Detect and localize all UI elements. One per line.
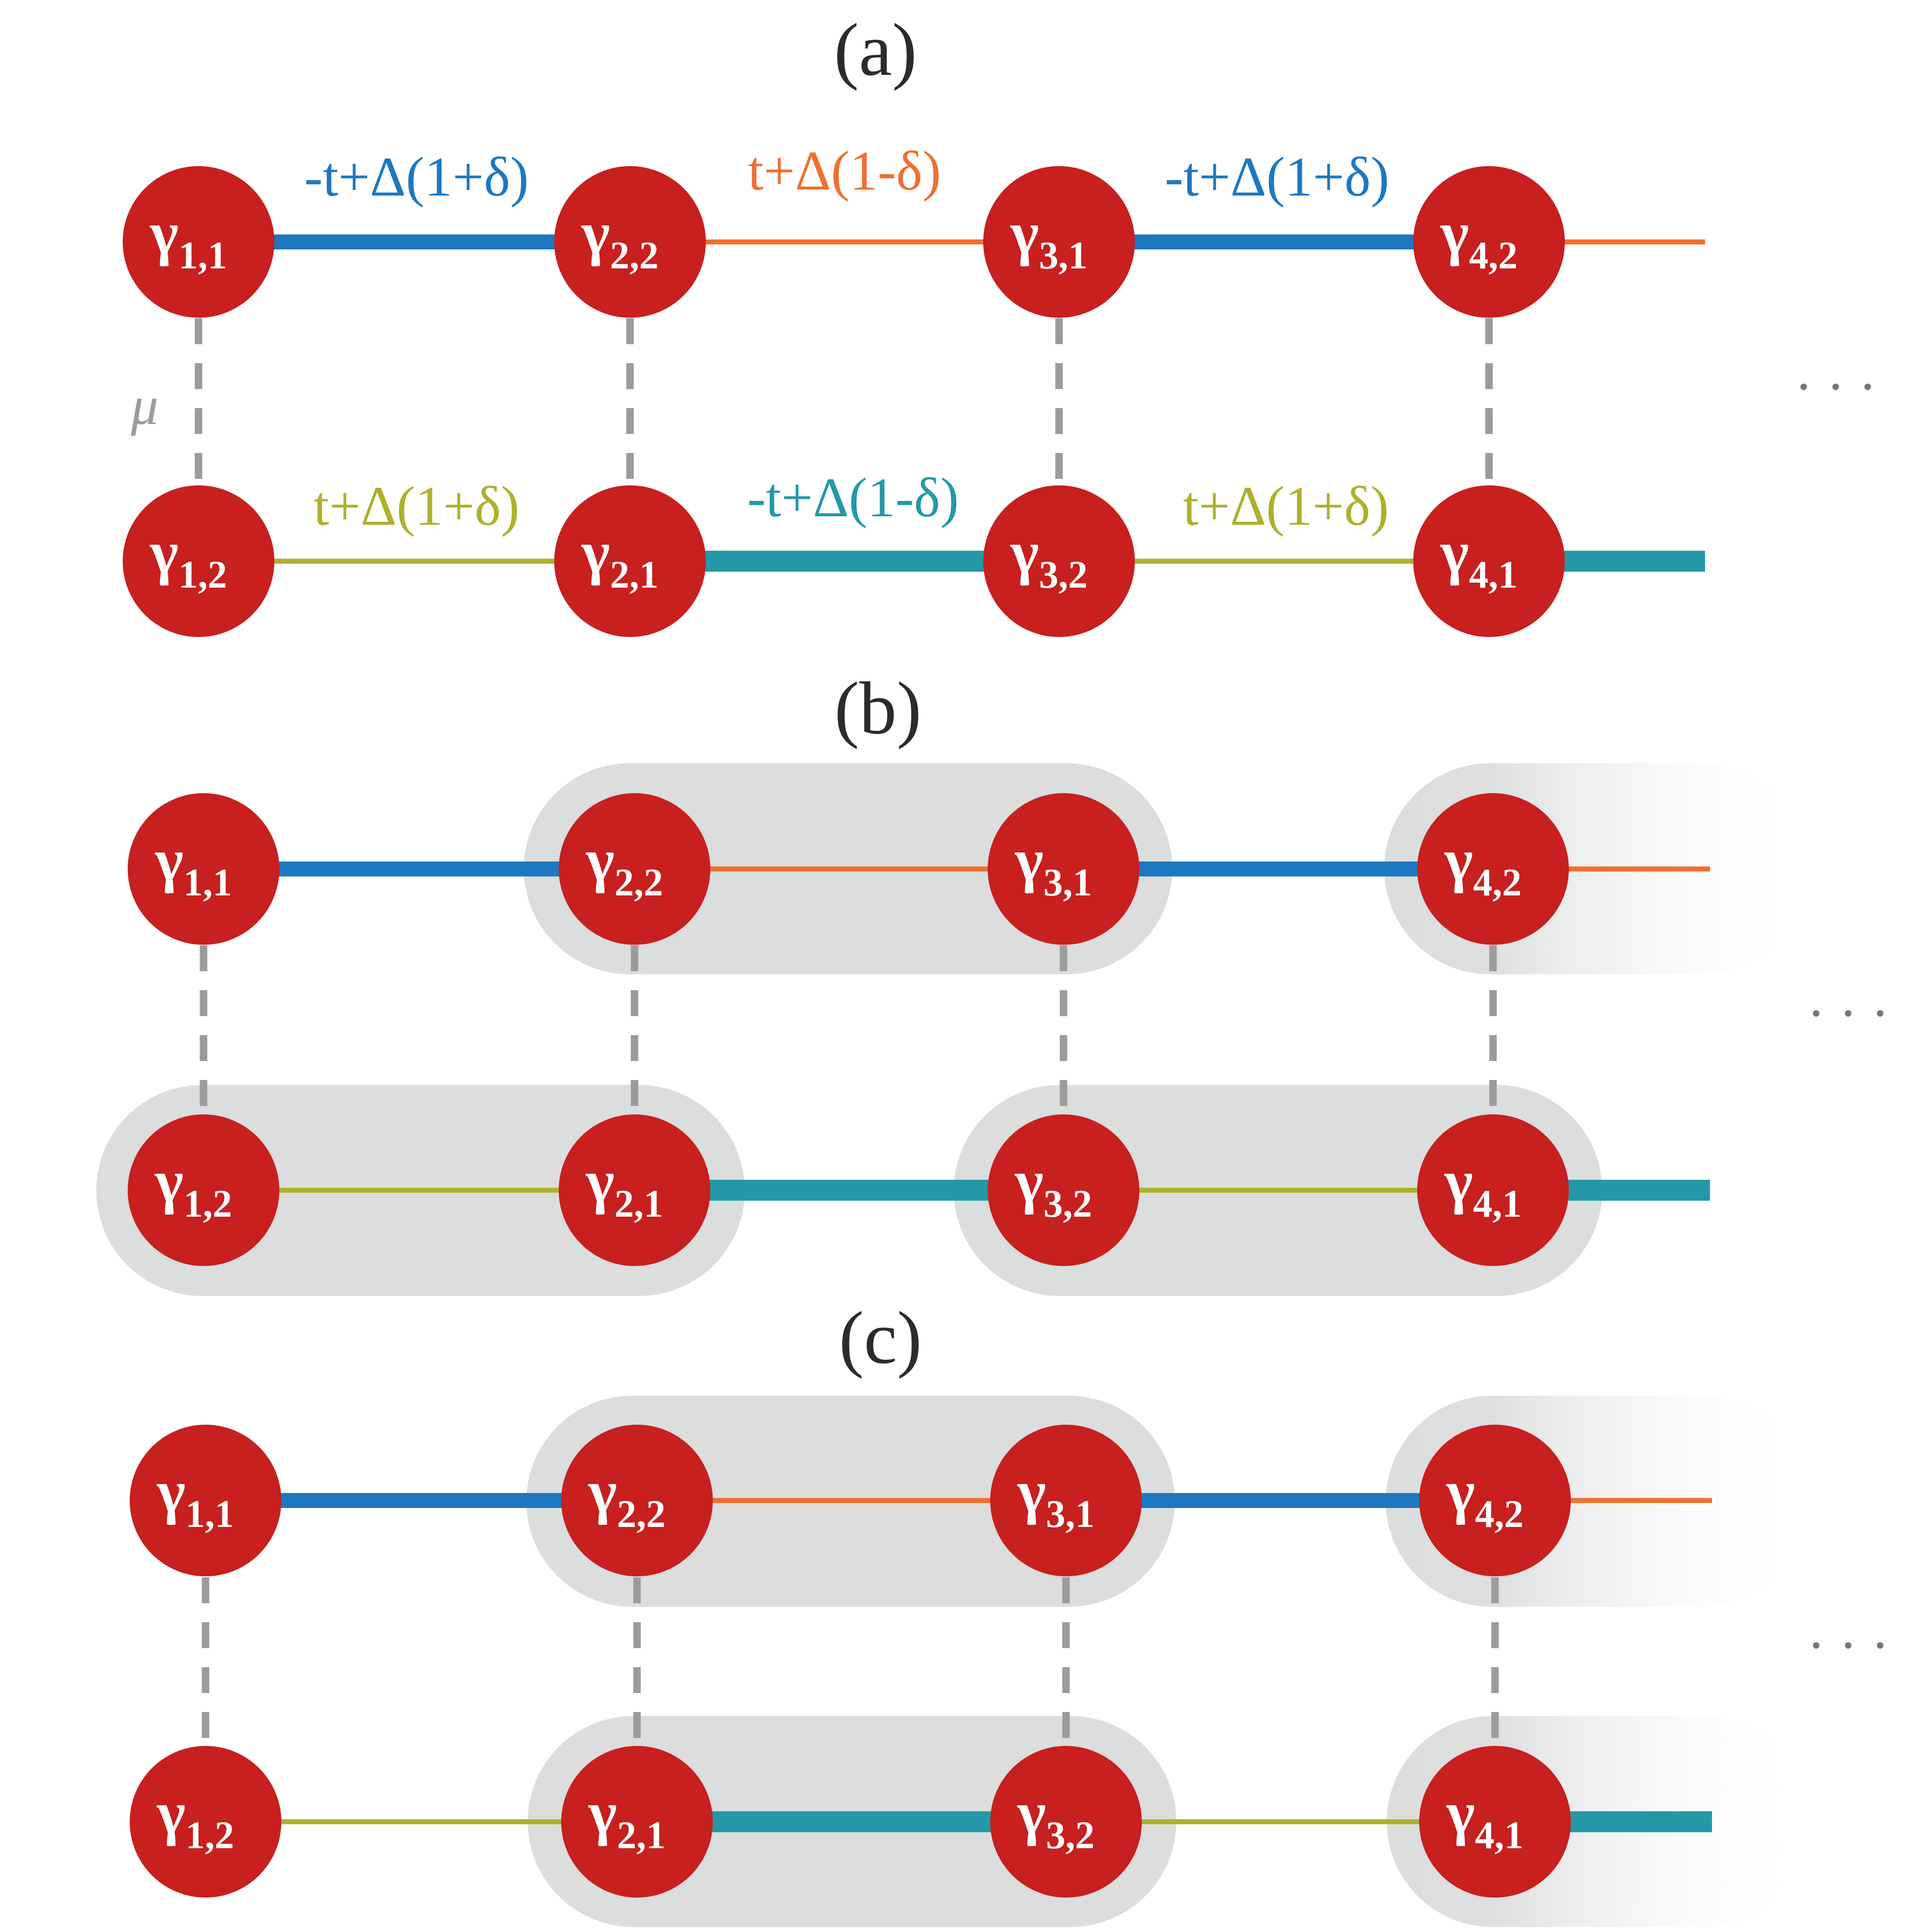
node-circle [559, 793, 710, 945]
node-circle [988, 793, 1139, 945]
node-circle [123, 166, 274, 318]
node-label: γ3,2 [1015, 1148, 1092, 1225]
node-label: γ3,1 [1010, 200, 1088, 277]
node: γ4,2 [1413, 166, 1565, 318]
node-label: γ2,2 [581, 200, 659, 277]
node-label: γ2,1 [588, 1779, 666, 1857]
node-circle [990, 1425, 1142, 1576]
bond-label-top: -t+Δ(1+δ) [304, 146, 529, 208]
ellipsis: · · · [1807, 983, 1890, 1044]
node-label: γ1,2 [157, 1779, 234, 1857]
node-circle [983, 485, 1135, 637]
panel-label-a: (a) [834, 8, 917, 91]
node-label: γ1,2 [155, 1148, 232, 1225]
mu-links-c [202, 1577, 1499, 1751]
node-label: γ4,2 [1444, 827, 1522, 904]
node: γ1,1 [130, 1425, 281, 1576]
node-circle [554, 166, 706, 318]
node-circle [561, 1425, 713, 1576]
node: γ1,2 [123, 485, 274, 637]
node-label: γ1,1 [150, 200, 227, 277]
panel-label-c: (c) [839, 1296, 922, 1379]
panel-label-b: (b) [835, 667, 922, 750]
node-circle [1419, 1746, 1571, 1898]
node: γ3,1 [983, 166, 1135, 318]
node-circle [128, 793, 279, 945]
node-label: γ4,1 [1446, 1779, 1524, 1857]
node: γ1,1 [123, 166, 274, 318]
bond-label-top: t+Δ(1-δ) [748, 140, 941, 202]
node-label: γ4,2 [1440, 200, 1518, 277]
node: γ2,2 [561, 1425, 713, 1576]
node-label: γ3,2 [1010, 519, 1088, 596]
node-label: γ2,2 [588, 1458, 666, 1535]
node: γ2,2 [554, 166, 706, 318]
node-label: γ2,2 [586, 827, 663, 904]
node-label: γ1,1 [155, 827, 232, 904]
node-label: γ1,1 [157, 1458, 234, 1535]
node: γ1,1 [128, 793, 279, 945]
node-circle [1413, 166, 1565, 318]
node-circle [123, 485, 274, 637]
node: γ4,1 [1417, 1114, 1569, 1266]
node-label: γ3,1 [1017, 1458, 1095, 1535]
mu-links-a [195, 318, 1493, 491]
node: γ4,2 [1419, 1425, 1571, 1576]
node-circle [130, 1746, 281, 1898]
node-circle [130, 1425, 281, 1576]
node: γ3,1 [990, 1425, 1142, 1576]
node-label: γ4,1 [1444, 1148, 1522, 1225]
node: γ4,1 [1413, 485, 1565, 637]
node-label: γ1,2 [150, 519, 227, 596]
ellipsis: · · · [1795, 356, 1877, 417]
node: γ3,1 [988, 793, 1139, 945]
node: γ3,2 [988, 1114, 1139, 1266]
node: γ3,2 [983, 485, 1135, 637]
node-circle [990, 1746, 1142, 1898]
mu-links-b [200, 945, 1497, 1117]
node-circle [988, 1114, 1139, 1266]
node-circle [128, 1114, 279, 1266]
node-circle [1417, 1114, 1569, 1266]
node: γ1,2 [130, 1746, 281, 1898]
ellipsis: · · · [1807, 1615, 1890, 1676]
node-circle [561, 1746, 713, 1898]
node-circle [1413, 485, 1565, 637]
node-label: γ2,1 [586, 1148, 663, 1225]
mu-label: μ [130, 375, 158, 436]
panel-b: (b) · · · γ1,1 γ2,2 γ3, [96, 667, 1889, 1296]
node-label: γ3,2 [1017, 1779, 1095, 1857]
node: γ2,2 [559, 793, 710, 945]
node-label: γ4,1 [1440, 519, 1518, 596]
panel-c: (c) · · · γ1,1 γ2,2 γ3,1 [130, 1296, 1889, 1927]
node: γ4,2 [1417, 793, 1569, 945]
bond-label-bottom: t+Δ(1+δ) [1183, 475, 1389, 537]
node-circle [559, 1114, 710, 1266]
node-circle [983, 166, 1135, 318]
bond-label-bottom: t+Δ(1+δ) [314, 475, 520, 537]
node-circle [1419, 1425, 1571, 1576]
node: γ2,1 [561, 1746, 713, 1898]
node: γ1,2 [128, 1114, 279, 1266]
node: γ3,2 [990, 1746, 1142, 1898]
node: γ2,1 [554, 485, 706, 637]
node-circle [554, 485, 706, 637]
bond-label-top: -t+Δ(1+δ) [1165, 146, 1389, 208]
node: γ4,1 [1419, 1746, 1571, 1898]
node-label: γ3,1 [1015, 827, 1092, 904]
panel-a: (a) -t+Δ(1+δ) t+Δ(1-δ) -t+Δ(1+δ) t+Δ(1+δ… [123, 8, 1877, 637]
node: γ2,1 [559, 1114, 710, 1266]
bond-label-bottom: -t+Δ(1-δ) [747, 467, 959, 529]
node-circle [1417, 793, 1569, 945]
node-label: γ2,1 [581, 519, 659, 596]
node-label: γ4,2 [1446, 1458, 1524, 1535]
